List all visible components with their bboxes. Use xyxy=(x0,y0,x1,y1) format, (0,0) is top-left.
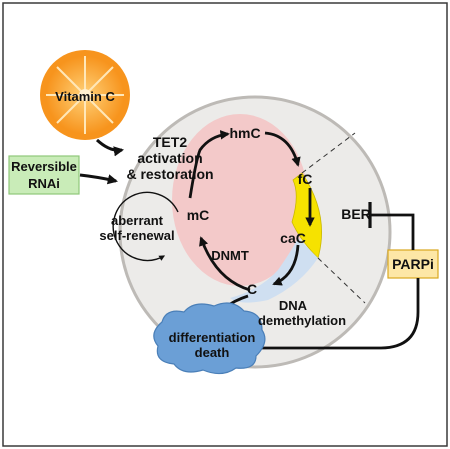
c-label: C xyxy=(247,281,257,297)
arrow-hmc-to-fc xyxy=(264,131,301,167)
tet2-label-line1: TET2 xyxy=(153,134,187,150)
vitamin-c-orange-icon xyxy=(40,50,130,140)
arrow-parpi-to-differentiation xyxy=(246,278,420,353)
dnmt-label: DNMT xyxy=(211,248,249,263)
self-renewal-loop-arrow xyxy=(112,191,179,262)
inhibition-parpi-to-ber xyxy=(370,213,415,250)
rnai-label-line2: RNAi xyxy=(28,176,60,191)
mc-label: mC xyxy=(187,207,210,223)
arrow-rnai-to-tet2 xyxy=(79,173,118,185)
hmc-label: hmC xyxy=(229,125,260,141)
parpi-label: PARPi xyxy=(392,256,434,272)
aberrant-label-line1: aberrant xyxy=(111,213,164,228)
outcome-label-line1: differentiation xyxy=(169,330,256,345)
yellow-band xyxy=(291,172,322,259)
dna-demethylation-line1: DNA xyxy=(279,298,308,313)
arrow-c-to-mc-dnmt xyxy=(199,236,251,292)
ber-label: BER xyxy=(341,206,371,222)
differentiation-cloud xyxy=(153,302,266,375)
parpi-box xyxy=(387,249,439,279)
aberrant-label-line2: self-renewal xyxy=(99,228,174,243)
tet2-label-line2: activation xyxy=(137,150,202,166)
arrow-cac-to-c xyxy=(272,244,300,286)
arrow-tet2-activation xyxy=(188,130,230,199)
dashed-line-upper xyxy=(301,132,356,174)
dna-demethylation-line2: demethylation xyxy=(258,313,346,328)
arrow-vitc-to-tet2 xyxy=(95,138,125,157)
outcome-label-line2: death xyxy=(195,345,230,360)
vitamin-c-label: Vitamin C xyxy=(55,89,115,104)
dashed-line-lower xyxy=(317,257,366,304)
rnai-label-line1: Reversible xyxy=(11,159,77,174)
rnai-box xyxy=(8,155,80,195)
tet2-label-line3: & restoration xyxy=(126,166,213,182)
fc-label: fC xyxy=(298,171,313,187)
cac-label: caC xyxy=(280,230,306,246)
